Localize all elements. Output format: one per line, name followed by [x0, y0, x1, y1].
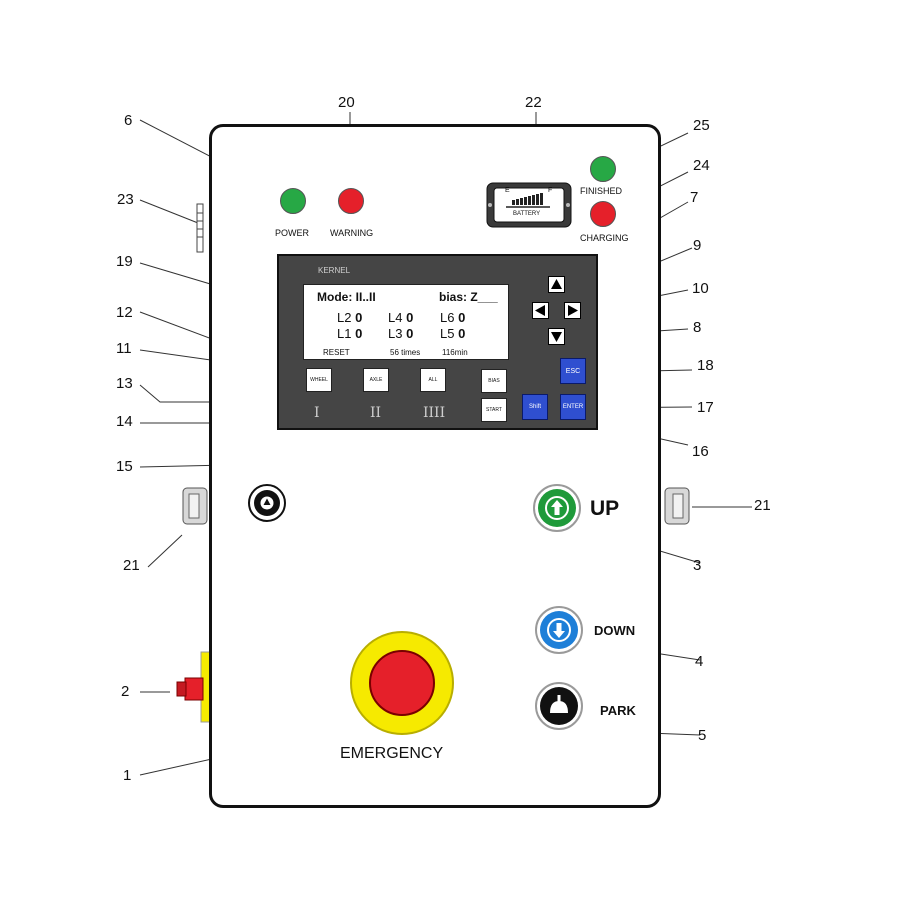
callout-23: 23 — [117, 191, 134, 208]
charging-lamp — [590, 201, 616, 227]
battery-empty-mark: E — [505, 187, 510, 194]
lcd-level-l5: L5 0 — [440, 326, 466, 341]
lcd-screen — [303, 284, 509, 360]
latch-left — [181, 484, 209, 528]
axle-key[interactable]: AXLE — [363, 368, 389, 392]
latch-right — [663, 484, 691, 528]
callout-25: 25 — [693, 117, 710, 134]
lcd-reset: RESET — [323, 348, 350, 357]
callout-7: 7 — [690, 189, 699, 206]
position-label-iiii: IIII — [423, 405, 446, 421]
finished-lamp — [590, 156, 616, 182]
park-button-label: PARK — [600, 703, 636, 718]
arrow-down-icon — [551, 332, 562, 342]
enter-key[interactable]: ENTER — [560, 394, 586, 420]
power-lamp-label: POWER — [275, 228, 310, 238]
arrow-down-key[interactable] — [548, 328, 565, 345]
callout-13: 13 — [116, 375, 133, 392]
callout-4: 4 — [695, 653, 704, 670]
emergency-label: EMERGENCY — [340, 745, 444, 762]
battery-full-mark: F — [548, 187, 553, 194]
lcd-mode: Mode: II..II — [317, 290, 376, 304]
arrow-up-icon — [551, 279, 562, 289]
emergency-stop-cap — [369, 650, 435, 716]
callout-15: 15 — [116, 458, 133, 475]
lcd-level-l2: L2 0 — [337, 310, 363, 325]
park-icon — [550, 695, 568, 713]
callout-5: 5 — [698, 727, 707, 744]
arrow-right-icon — [568, 305, 578, 316]
callout-17: 17 — [697, 399, 714, 416]
callout-20: 20 — [338, 94, 355, 111]
lcd-times: 56 times — [390, 348, 421, 357]
callout-11: 11 — [116, 340, 132, 357]
warning-lamp-label: WARNING — [330, 228, 374, 238]
up-button-label: UP — [590, 497, 620, 520]
battery-gauge: E F BATTERY — [486, 182, 572, 228]
power-lamp — [280, 188, 306, 214]
position-label-ii: II — [370, 405, 382, 421]
callout-9: 9 — [693, 237, 702, 254]
callout-18: 18 — [697, 357, 714, 374]
all-key[interactable]: ALL — [420, 368, 446, 392]
callout-2: 2 — [121, 683, 130, 700]
finished-lamp-label: FINISHED — [580, 186, 623, 196]
shift-key[interactable]: Shift — [522, 394, 548, 420]
lcd-level-l4: L4 0 — [388, 310, 414, 325]
callout-14: 14 — [116, 413, 133, 430]
up-arrow-icon — [545, 496, 569, 520]
park-button[interactable] — [535, 682, 583, 730]
callout-24: 24 — [693, 157, 710, 174]
callout-6: 6 — [124, 112, 133, 129]
callout-12: 12 — [116, 304, 133, 321]
position-label-i: I — [314, 405, 320, 421]
callout-21-left: 21 — [123, 557, 140, 574]
charging-lamp-label: CHARGING — [580, 233, 629, 243]
start-key[interactable]: START — [481, 398, 507, 422]
lcd-level-l6: L6 0 — [440, 310, 466, 325]
arrow-left-icon — [535, 305, 545, 316]
arrow-up-key[interactable] — [548, 276, 565, 293]
esc-key[interactable]: ESC — [560, 358, 586, 384]
down-button-label: DOWN — [594, 623, 636, 638]
lcd-minutes: 116min — [442, 348, 468, 357]
callout-8: 8 — [693, 319, 702, 336]
arrow-right-key[interactable] — [564, 302, 581, 319]
down-button[interactable] — [535, 606, 583, 654]
emergency-stop-button[interactable] — [350, 631, 454, 735]
lcd-level-l1: L1 0 — [337, 326, 363, 341]
lcd-level-l3: L3 0 — [388, 326, 414, 341]
callout-10: 10 — [692, 280, 709, 297]
lcd-bias: bias: Z___ — [439, 290, 498, 304]
callout-16: 16 — [692, 443, 709, 460]
callout-3: 3 — [693, 557, 702, 574]
wheel-key[interactable]: WHEEL — [306, 368, 332, 392]
callout-22: 22 — [525, 94, 542, 111]
cable-connector — [193, 199, 206, 254]
warning-lamp — [338, 188, 364, 214]
callout-1: 1 — [123, 767, 132, 784]
eject-indicator — [248, 484, 286, 522]
key-switch[interactable] — [173, 650, 213, 724]
bias-key[interactable]: BIAS — [481, 369, 507, 393]
callout-21-right: 21 — [754, 497, 771, 514]
eject-icon — [260, 496, 274, 510]
up-button[interactable] — [533, 484, 581, 532]
battery-icon — [486, 182, 572, 228]
arrow-left-key[interactable] — [532, 302, 549, 319]
callout-19: 19 — [116, 253, 133, 270]
down-arrow-icon — [547, 618, 571, 642]
battery-label: BATTERY — [513, 211, 541, 217]
display-title: KERNEL — [318, 266, 351, 275]
